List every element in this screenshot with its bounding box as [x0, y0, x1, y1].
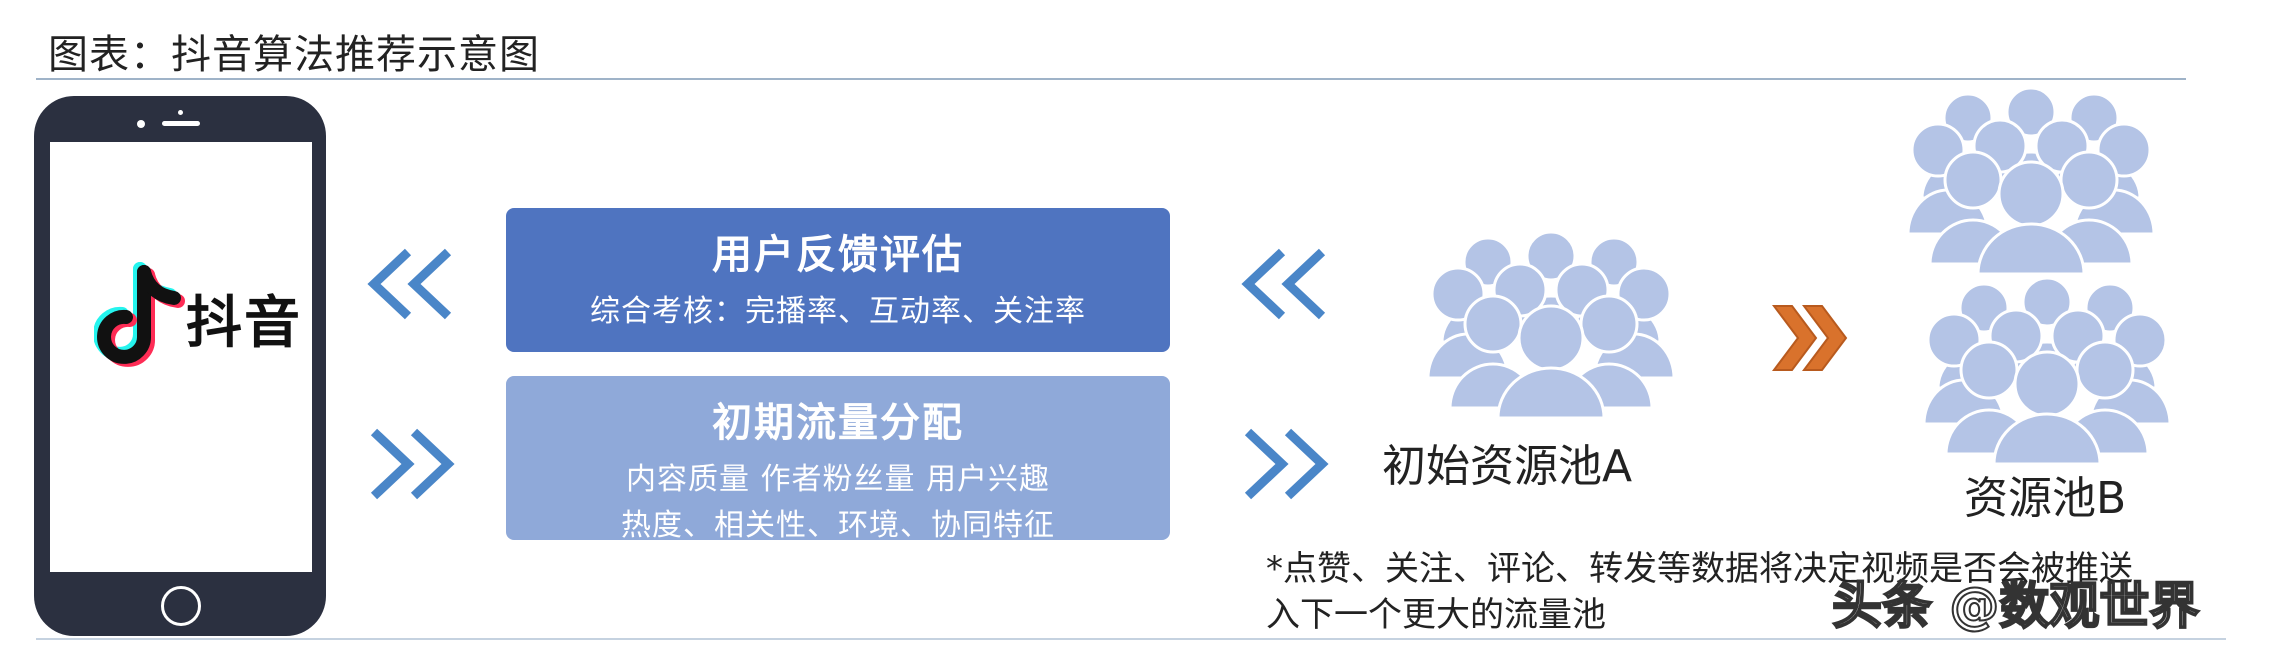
arrow-right-icon — [1244, 428, 1329, 500]
bottom-divider — [36, 638, 2226, 640]
people-group-top-icon — [1908, 88, 2154, 274]
top-divider — [36, 78, 2186, 80]
arrow-left-icon — [1241, 248, 1326, 320]
figure-title: 图表：抖音算法推荐示意图 — [48, 32, 540, 78]
footnote-line-1: *点赞、关注、评论、转发等数据将决定视频是否会被推送 — [1266, 549, 2133, 589]
phone-speaker — [162, 121, 200, 126]
arrow-right-orange-icon — [1772, 305, 1848, 371]
initial-traffic-factors-1: 内容质量 作者粉丝量 用户兴趣 — [625, 462, 1051, 497]
footnote-line-2: 入下一个更大的流量池 — [1266, 595, 1606, 635]
initial-traffic-factors-2: 热度、相关性、环境、协同特征 — [621, 508, 1055, 543]
phone-sensor-dot — [178, 110, 183, 115]
phone-camera — [137, 120, 145, 128]
pool-b-label: 资源池B — [1964, 473, 2127, 524]
user-feedback-box: 用户反馈评估 综合考核：完播率、互动率、关注率 — [506, 208, 1170, 352]
watermark: 头条 @数观世界 — [1831, 576, 2200, 636]
phone-home-button — [161, 586, 201, 626]
phone-screen — [50, 142, 312, 572]
arrow-right-icon — [370, 428, 455, 500]
people-group-a-icon — [1428, 232, 1674, 418]
douyin-logo-icon — [94, 262, 185, 367]
user-feedback-metrics: 综合考核：完播率、互动率、关注率 — [590, 294, 1086, 329]
arrow-left-icon — [367, 248, 452, 320]
pool-a-label: 初始资源池A — [1382, 441, 1633, 492]
app-name: 抖音 — [186, 291, 302, 356]
initial-traffic-title: 初期流量分配 — [712, 400, 964, 446]
people-group-b-icon — [1924, 278, 2170, 464]
phone-illustration: 抖音 — [34, 96, 326, 636]
initial-traffic-box: 初期流量分配 内容质量 作者粉丝量 用户兴趣 热度、相关性、环境、协同特征 — [506, 376, 1170, 543]
user-feedback-title: 用户反馈评估 — [712, 232, 964, 278]
